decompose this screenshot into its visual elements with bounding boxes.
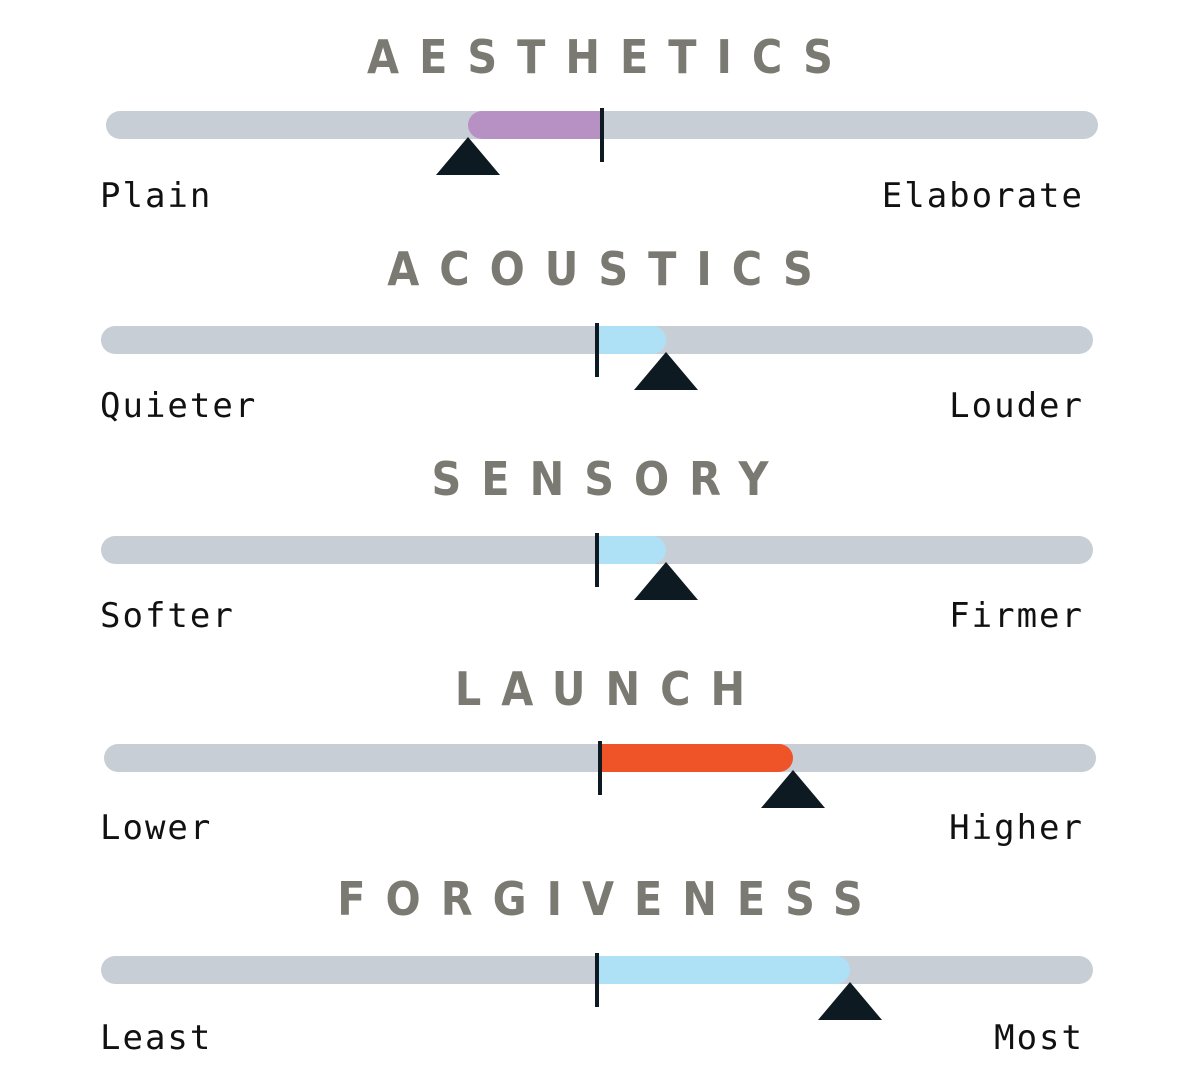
low-label: Lower [100, 808, 213, 848]
slider-title: FORGIVENESS [337, 872, 883, 926]
slider-track [101, 953, 1093, 1020]
slider-track [101, 323, 1093, 390]
center-tick [595, 323, 599, 377]
slider-fill [597, 956, 850, 984]
slider-track [101, 533, 1093, 600]
high-label: Higher [949, 808, 1084, 848]
value-marker-icon[interactable] [817, 982, 882, 1020]
slider-section-forgiveness: FORGIVENESS Least Most [0, 842, 1200, 1058]
value-marker-icon[interactable] [761, 770, 826, 808]
low-label: Quieter [100, 386, 258, 426]
slider-fill [468, 111, 602, 139]
high-label: Most [994, 1018, 1084, 1058]
slider-title: ACOUSTICS [387, 242, 833, 296]
slider-track [104, 741, 1096, 808]
low-label: Softer [100, 596, 235, 636]
center-tick [598, 741, 602, 795]
high-label: Firmer [949, 596, 1084, 636]
slider-title: SENSORY [431, 452, 789, 506]
slider-section-acoustics: ACOUSTICS Quieter Louder [0, 212, 1200, 426]
slider-fill [597, 536, 667, 564]
low-label: Least [100, 1018, 213, 1058]
high-label: Elaborate [881, 176, 1084, 216]
value-marker-icon[interactable] [634, 562, 699, 600]
value-marker-icon[interactable] [634, 352, 699, 390]
slider-title: LAUNCH [454, 662, 766, 716]
slider-section-aesthetics: AESTHETICS Plain Elaborate [0, 0, 1200, 216]
slider-section-sensory: SENSORY Softer Firmer [0, 422, 1200, 636]
slider-track [106, 108, 1098, 175]
low-label: Plain [100, 176, 213, 216]
slider-title: AESTHETICS [367, 30, 853, 84]
slider-fill [600, 744, 794, 772]
value-marker-icon[interactable] [436, 137, 501, 175]
center-tick [595, 953, 599, 1007]
slider-section-launch: LAUNCH Lower Higher [0, 632, 1200, 848]
slider-fill [597, 326, 667, 354]
high-label: Louder [949, 386, 1084, 426]
center-tick [595, 533, 599, 587]
center-tick [600, 108, 604, 162]
